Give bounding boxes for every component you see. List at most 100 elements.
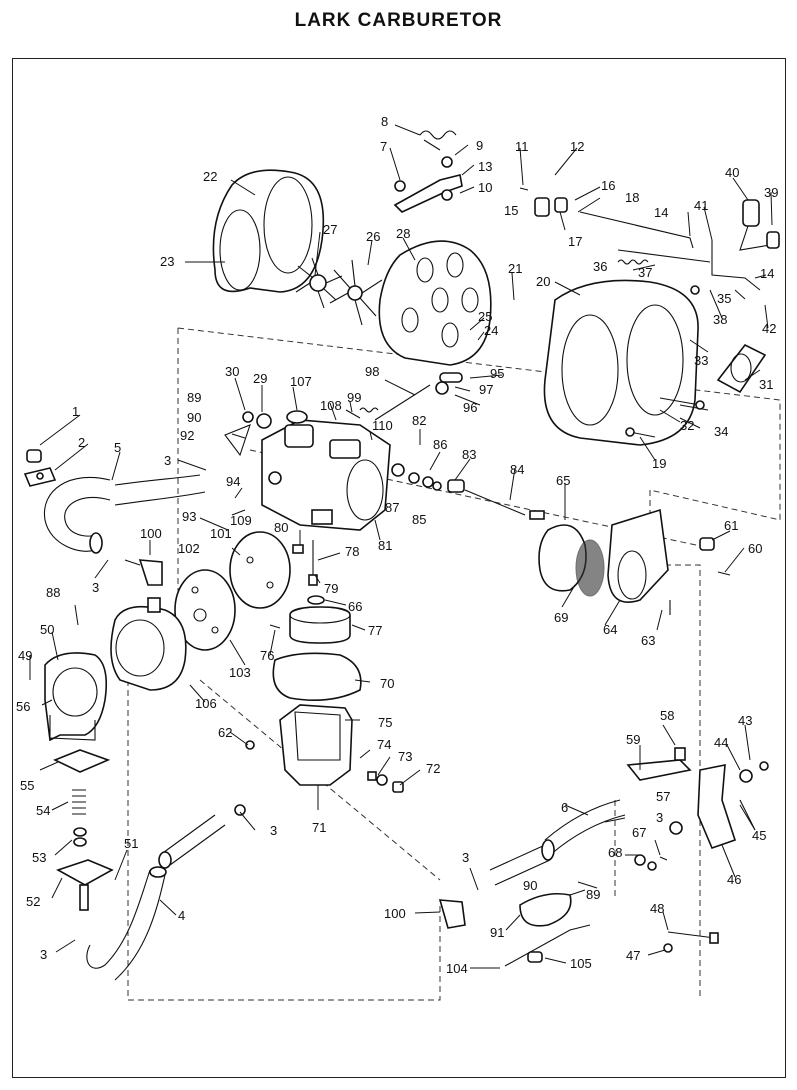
callout-9: 9 — [476, 138, 483, 153]
callout-30: 30 — [225, 364, 239, 379]
part-spring-8 — [419, 130, 457, 151]
callout-108: 108 — [320, 398, 342, 413]
callout-58: 58 — [660, 708, 674, 723]
part-rod-18 — [579, 211, 711, 263]
part-shaft-84 — [391, 463, 545, 520]
callout-41: 41 — [694, 198, 708, 213]
callout-37: 37 — [638, 265, 652, 280]
callout-78: 78 — [345, 544, 359, 559]
callout-24: 24 — [484, 323, 498, 338]
callout-55: 55 — [20, 778, 34, 793]
part-rod-105 — [504, 924, 591, 967]
callout-107: 107 — [290, 374, 312, 389]
callout-6: 6 — [561, 800, 568, 815]
callout-44: 44 — [714, 735, 728, 750]
callout-71: 71 — [312, 820, 326, 835]
part-gasket-70 — [272, 652, 362, 702]
callout-89-b: 89 — [586, 887, 600, 902]
part-small-29-30 — [224, 407, 379, 457]
callout-91: 91 — [490, 925, 504, 940]
part-bowl-71 — [279, 704, 353, 786]
callout-94: 94 — [226, 474, 240, 489]
callout-100: 100 — [140, 526, 162, 541]
callout-90: 90 — [187, 410, 201, 425]
callout-74: 74 — [377, 737, 391, 752]
callout-69: 69 — [554, 610, 568, 625]
part-plate-91 — [519, 892, 572, 927]
callout-3-c: 3 — [270, 823, 277, 838]
callout-14: 14 — [654, 205, 668, 220]
callout-106: 106 — [195, 696, 217, 711]
callout-73: 73 — [398, 749, 412, 764]
callout-110: 110 — [372, 418, 393, 433]
callout-39: 39 — [764, 185, 778, 200]
callout-29: 29 — [253, 371, 267, 386]
callout-12: 12 — [570, 139, 584, 154]
callout-63: 63 — [641, 633, 655, 648]
callout-64: 64 — [603, 622, 617, 637]
part-screen-69 — [575, 539, 605, 597]
callout-68: 68 — [608, 845, 622, 860]
callout-66: 66 — [348, 599, 362, 614]
callout-27: 27 — [323, 222, 337, 237]
callout-81: 81 — [378, 538, 392, 553]
callout-17: 17 — [568, 234, 582, 249]
part-plate-55 — [53, 749, 111, 773]
part-clamps-57-68 — [634, 821, 683, 871]
part-pump-56 — [44, 652, 108, 742]
part-gasket-65 — [538, 524, 587, 592]
callout-15: 15 — [504, 203, 518, 218]
callout-75: 75 — [378, 715, 392, 730]
callout-34: 34 — [714, 424, 728, 439]
callout-5: 5 — [114, 440, 121, 455]
callout-3-e: 3 — [656, 810, 663, 825]
callout-88: 88 — [46, 585, 60, 600]
callout-28: 28 — [396, 226, 410, 241]
part-screw-1-clip-2 — [23, 449, 57, 487]
callout-3-f: 3 — [462, 850, 469, 865]
callout-47: 47 — [626, 948, 640, 963]
callout-36: 36 — [593, 259, 607, 274]
callout-labels: 8 7 9 13 10 11 12 16 15 17 18 14 40 39 4… — [16, 114, 778, 976]
part-base-52 — [56, 859, 114, 911]
callout-20: 20 — [536, 274, 550, 289]
callout-10: 10 — [478, 180, 492, 195]
part-needle-78 — [269, 540, 318, 629]
callout-56: 56 — [16, 699, 30, 714]
callout-25: 25 — [478, 309, 492, 324]
callout-33: 33 — [694, 353, 708, 368]
callout-13: 13 — [478, 159, 492, 174]
callout-46: 46 — [727, 872, 741, 887]
part-plate-103 — [174, 569, 236, 651]
part-shaft-98 — [374, 372, 463, 421]
callout-92: 92 — [180, 428, 194, 443]
callout-100-b: 100 — [384, 906, 406, 921]
callout-16: 16 — [601, 178, 615, 193]
callout-3-b: 3 — [92, 580, 99, 595]
part-body-81 — [261, 419, 391, 531]
part-elbow-100 — [124, 559, 163, 586]
callout-32: 32 — [680, 418, 694, 433]
part-washers-53 — [73, 827, 87, 847]
callout-42: 42 — [762, 321, 776, 336]
callout-89: 89 — [187, 390, 201, 405]
callout-87: 87 — [385, 500, 399, 515]
callout-7: 7 — [380, 139, 387, 154]
callout-67: 67 — [632, 825, 646, 840]
callout-80: 80 — [274, 520, 288, 535]
callout-77: 77 — [368, 623, 382, 638]
part-fan-26 — [329, 259, 383, 326]
diagram-frame — [12, 58, 786, 1078]
part-float-77 — [289, 606, 351, 644]
callout-1: 1 — [72, 404, 79, 419]
callout-4: 4 — [178, 908, 185, 923]
callout-97: 97 — [479, 382, 493, 397]
callout-43: 43 — [738, 713, 752, 728]
callout-45: 45 — [752, 828, 766, 843]
part-hose-4 — [86, 866, 167, 981]
part-elbow-100b — [438, 899, 466, 929]
callout-86: 86 — [433, 437, 447, 452]
part-hose-3 — [158, 804, 246, 869]
part-bolts-32-34 — [625, 397, 709, 438]
callout-70: 70 — [380, 676, 394, 691]
